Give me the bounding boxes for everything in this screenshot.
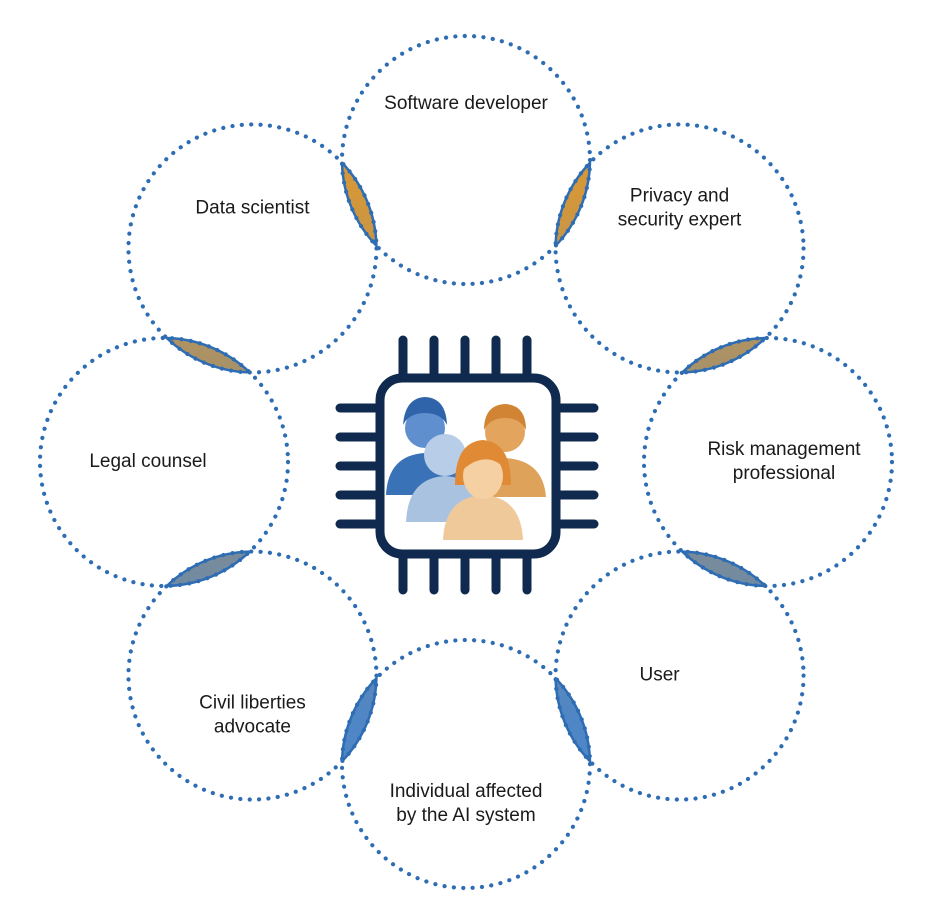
- stakeholder-circle: [553, 549, 806, 802]
- stakeholder-circle: [641, 335, 895, 589]
- stakeholder-label-line: Software developer: [384, 93, 548, 114]
- stakeholder-label-line: Individual affected: [390, 781, 543, 802]
- stakeholder-label: Civil liberties advocate: [199, 693, 306, 738]
- overlap-lens: [554, 161, 592, 247]
- stakeholder-circle: [339, 637, 593, 891]
- stakeholder-circle: [126, 122, 379, 375]
- stakeholder-label: User: [639, 665, 680, 686]
- stakeholder-label: Software developer: [384, 93, 548, 114]
- stakeholder-circle: [339, 33, 593, 287]
- stakeholder-label-line: User: [639, 665, 680, 686]
- stakeholder-label: Risk management professional: [707, 439, 861, 484]
- stakeholder-label: Legal counsel: [89, 451, 206, 472]
- overlap-lens: [340, 677, 378, 763]
- stakeholder-label: Data scientist: [195, 197, 310, 218]
- stakeholder-label-line: Civil liberties: [199, 693, 306, 714]
- stakeholder-label-line: advocate: [214, 717, 291, 738]
- overlap-lens: [165, 336, 251, 374]
- overlap-lens: [681, 336, 767, 374]
- stakeholder-circle: [126, 549, 379, 802]
- overlap-lens: [165, 550, 251, 588]
- person-peach: [443, 440, 523, 540]
- stakeholder-label-line: Risk management: [707, 439, 861, 460]
- stakeholder-label: Privacy and security expert: [618, 185, 742, 230]
- stakeholder-label-line: Data scientist: [195, 197, 310, 218]
- stakeholder-label-line: security expert: [618, 209, 742, 230]
- overlap-lens: [340, 161, 378, 247]
- stakeholder-circle: [553, 122, 806, 375]
- stakeholder-label-line: Privacy and: [630, 185, 729, 206]
- stakeholder-circles: [37, 33, 895, 891]
- stakeholder-label: Individual affected by the AI system: [390, 781, 543, 826]
- ai-chip-with-people-icon: [335, 335, 599, 595]
- chip-pins: [335, 335, 599, 595]
- stakeholder-label-line: by the AI system: [396, 805, 535, 826]
- stakeholder-label-line: professional: [733, 463, 835, 484]
- overlap-lens: [554, 677, 592, 763]
- stakeholder-label-line: Legal counsel: [89, 451, 206, 472]
- overlap-lens: [681, 550, 767, 588]
